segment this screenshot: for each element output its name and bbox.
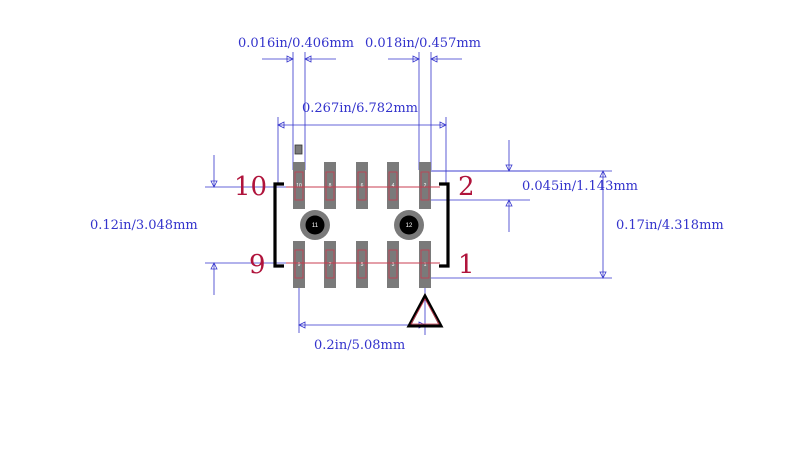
- dim-overall-width: 0.267in/6.782mm: [277, 101, 447, 185]
- pad-10-label: 10: [296, 183, 302, 189]
- silkscreen-right-bracket: [439, 182, 450, 268]
- pad-5-label: 5: [361, 262, 364, 268]
- dim-pad-gap: 0.018in/0.457mm: [365, 36, 481, 170]
- pad-6: 6: [356, 162, 368, 209]
- bottom-pad-row: 9 7 5 3 1: [293, 241, 431, 288]
- mounting-hole-right: 12: [394, 210, 424, 240]
- hole-left-label: 11: [312, 223, 319, 229]
- pad-4-label: 4: [392, 183, 395, 189]
- dim-body-height: 0.12in/3.048mm: [90, 155, 292, 295]
- dim-pad-width-label: 0.016in/0.406mm: [238, 36, 354, 51]
- dim-pad-pitch-vertical-label: 0.045in/1.143mm: [522, 179, 638, 194]
- pad-4: 4: [387, 162, 399, 209]
- dim-pad-pitch-vertical: 0.045in/1.143mm: [420, 140, 638, 232]
- pin1-triangle-icon: [406, 292, 444, 328]
- silkscreen-left-bracket: [273, 182, 284, 268]
- pad-7: 7: [324, 241, 336, 288]
- pad-6-label: 6: [361, 183, 364, 189]
- mounting-hole-left: 11: [300, 210, 330, 240]
- pad-5: 5: [356, 241, 368, 288]
- pad-9: 9: [293, 241, 305, 288]
- pad-1-label: 1: [424, 262, 427, 268]
- pin-marker-square: [294, 144, 303, 155]
- pad-8-label: 8: [329, 183, 332, 189]
- top-pad-row: 10 8 6 4 2: [293, 162, 431, 209]
- pin-label-10: 10: [234, 172, 267, 202]
- pad-10: 10: [293, 162, 305, 209]
- pad-7-label: 7: [329, 262, 332, 268]
- dim-overall-height: 0.17in/4.318mm: [420, 170, 724, 279]
- dim-row-span-label: 0.2in/5.08mm: [314, 338, 405, 353]
- pad-3-label: 3: [392, 262, 395, 268]
- dim-pad-width: 0.016in/0.406mm: [238, 36, 354, 170]
- pin-label-2: 2: [458, 172, 475, 202]
- pad-2-label: 2: [424, 183, 427, 189]
- component-outline: [286, 186, 440, 264]
- dim-overall-height-label: 0.17in/4.318mm: [616, 218, 724, 233]
- pad-8: 8: [324, 162, 336, 209]
- pad-1: 1: [419, 241, 431, 288]
- pad-9-label: 9: [298, 262, 301, 268]
- pin-label-1: 1: [458, 250, 475, 280]
- dim-overall-width-label: 0.267in/6.782mm: [302, 101, 418, 116]
- hole-right-label: 12: [406, 223, 413, 229]
- pad-2: 2: [419, 162, 431, 209]
- dim-pad-gap-label: 0.018in/0.457mm: [365, 36, 481, 51]
- pin-label-9: 9: [249, 250, 266, 280]
- dim-body-height-label: 0.12in/3.048mm: [90, 218, 198, 233]
- pad-3: 3: [387, 241, 399, 288]
